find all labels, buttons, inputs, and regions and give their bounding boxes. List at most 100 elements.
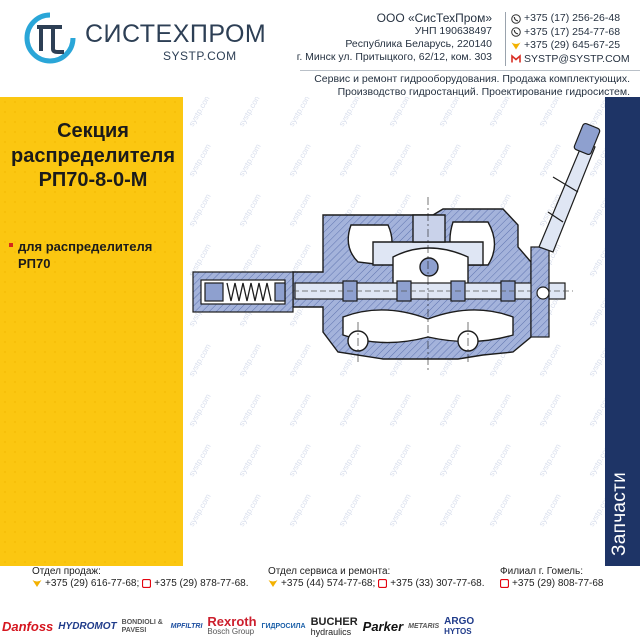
header: СИСТЕХПРОМ SYSTP.COM ООО «СисТехПром» УН… (0, 0, 640, 98)
watermark-text: systp.com (337, 492, 363, 528)
brand-danfoss[interactable]: Danfoss (2, 619, 54, 634)
mts-icon (378, 578, 388, 588)
control-handle (530, 122, 601, 338)
watermark-text: systp.com (387, 442, 413, 478)
brand-metaris[interactable]: METARIS (408, 623, 440, 630)
watermark-text: systp.com (487, 142, 513, 178)
brand-name: СИСТЕХПРОМ (85, 20, 267, 48)
watermark-text: systp.com (287, 192, 313, 228)
watermark-text: systp.com (487, 392, 513, 428)
watermark-text: systp.com (337, 97, 363, 128)
watermark-text: systp.com (387, 142, 413, 178)
brand-argo-hytos[interactable]: ARGO HYTOS (444, 617, 474, 637)
sales-phone-a[interactable]: +375 (29) 616-77-68; (45, 577, 140, 589)
watermark-text: systp.com (437, 142, 463, 178)
brand-mpfiltri[interactable]: MPFILTRI (170, 623, 203, 630)
gomel-phone-a[interactable]: +375 (29) 808-77-68 (512, 577, 604, 589)
watermark-text: systp.com (287, 142, 313, 178)
watermark-text: systp.com (337, 392, 363, 428)
sales-title: Отдел продаж: (32, 566, 101, 577)
watermark-text: systp.com (587, 192, 605, 228)
brand-gidrosila[interactable]: ГИДРОСИЛА (261, 623, 306, 630)
contact-phone-1[interactable]: +375 (17) 256-26-48 (511, 12, 630, 26)
watermark-text: systp.com (537, 392, 563, 428)
section-drawing: systp.com systp.com systp.com systp.com syst… (183, 97, 605, 566)
watermark-text: systp.com (437, 492, 463, 528)
email-text: SYSTP@SYSTP.COM (524, 52, 630, 65)
watermark-text: systp.com (537, 97, 563, 128)
watermark-text: systp.com (187, 142, 213, 178)
watermark-text: systp.com (237, 442, 263, 478)
contact-phone-2[interactable]: +375 (17) 254-77-68 (511, 26, 630, 40)
watermark-text: systp.com (287, 492, 313, 528)
service-phone-b[interactable]: +375 (33) 307-77-68. (390, 577, 485, 589)
footer: Отдел продаж: +375 (29) 616-77-68; +375 … (0, 566, 640, 640)
product-title-line-3: РП70-8-0-М (38, 169, 148, 191)
sales-phone-b[interactable]: +375 (29) 878-77-68. (154, 577, 249, 589)
watermark-text: systp.com (587, 492, 605, 528)
watermark-text: systp.com (487, 97, 513, 128)
brand-bucher: BUCHER (310, 616, 358, 628)
gomel-title: Филиал г. Гомель: (500, 566, 584, 577)
technical-drawing: systp.com systp.com systp.com systp.com syst… (187, 97, 605, 528)
brand-bondioli-pavesi[interactable]: BONDIOLI & PAVESI (121, 619, 163, 634)
gomel-phones: +375 (29) 808-77-68 (500, 578, 603, 590)
partner-brands: Danfoss HYDROMOT BONDIOLI & PAVESI MPFIL… (0, 614, 640, 640)
watermark-text: systp.com (437, 392, 463, 428)
brand-bosch-group: Bosch Group (207, 627, 255, 636)
phone-3-text: +375 (29) 645-67-25 (524, 39, 621, 51)
watermark-text: systp.com (287, 392, 313, 428)
watermark-text: systp.com (587, 442, 605, 478)
company-unp: УНП 190638497 (414, 25, 492, 37)
brand-bucher-group[interactable]: BUCHER hydraulics (310, 616, 358, 638)
phone-2-text: +375 (17) 254-77-68 (524, 25, 621, 38)
watermark-text: systp.com (387, 492, 413, 528)
brand-hydromot[interactable]: HYDROMOT (58, 621, 117, 632)
sales-phones: +375 (29) 616-77-68; +375 (29) 878-77-68… (32, 578, 248, 590)
service-phone-a[interactable]: +375 (44) 574-77-68; (281, 577, 376, 589)
watermark-text: systp.com (237, 142, 263, 178)
brand-bucher-hydraulics: hydraulics (310, 627, 352, 637)
watermark-text: systp.com (537, 342, 563, 378)
watermark-text: systp.com (487, 442, 513, 478)
watermark-text: systp.com (187, 192, 213, 228)
category-label[interactable]: Запчасти (609, 471, 630, 556)
tagline-line-1: Сервис и ремонт гидрооборудования. Прода… (314, 73, 630, 85)
watermark-text: systp.com (187, 492, 213, 528)
sales-office: Отдел продаж: +375 (29) 616-77-68; +375 … (32, 566, 248, 589)
service-title: Отдел сервиса и ремонта: (268, 566, 391, 577)
systehprom-logo-icon (24, 12, 76, 64)
watermark-text: systp.com (587, 392, 605, 428)
watermark-text: systp.com (587, 242, 605, 278)
watermark-text: systp.com (587, 292, 605, 328)
brand-site[interactable]: SYSTP.COM (163, 49, 237, 63)
contact-email[interactable]: SYSTP@SYSTP.COM (511, 53, 630, 67)
velcom-icon (268, 579, 278, 587)
watermark-text: systp.com (237, 392, 263, 428)
tagline: Сервис и ремонт гидрооборудования. Прода… (314, 73, 630, 98)
contact-phone-3[interactable]: +375 (29) 645-67-25 (511, 39, 630, 53)
watermark-text: systp.com (237, 97, 263, 128)
gmail-icon (511, 54, 521, 63)
product-bullet: для распределителя РП70 (9, 238, 179, 272)
watermark-text: systp.com (537, 492, 563, 528)
brand-parker[interactable]: Parker (362, 619, 404, 634)
phone-icon (511, 13, 521, 24)
watermark-text: systp.com (437, 442, 463, 478)
bullet-line-2: РП70 (18, 256, 51, 271)
watermark-text: systp.com (437, 97, 463, 128)
watermark-text: systp.com (187, 97, 213, 128)
phone-1-text: +375 (17) 256-26-48 (524, 12, 621, 24)
product-title: Секция распределителя РП70-8-0-М (8, 119, 178, 193)
service-office: Отдел сервиса и ремонта: +375 (44) 574-7… (268, 566, 484, 589)
watermark-text: systp.com (337, 442, 363, 478)
watermark-text: systp.com (187, 342, 213, 378)
header-divider (300, 70, 640, 71)
spring-cap (192, 271, 294, 313)
product-panel: Секция распределителя РП70-8-0-М для рас… (0, 97, 183, 566)
brand-argo: ARGO (444, 616, 475, 627)
mts-icon (500, 578, 509, 588)
tagline-line-2: Производство гидростанций. Проектировани… (337, 85, 630, 98)
spool (293, 280, 573, 302)
brand-rexroth-group[interactable]: Rexroth Bosch Group (207, 615, 256, 637)
